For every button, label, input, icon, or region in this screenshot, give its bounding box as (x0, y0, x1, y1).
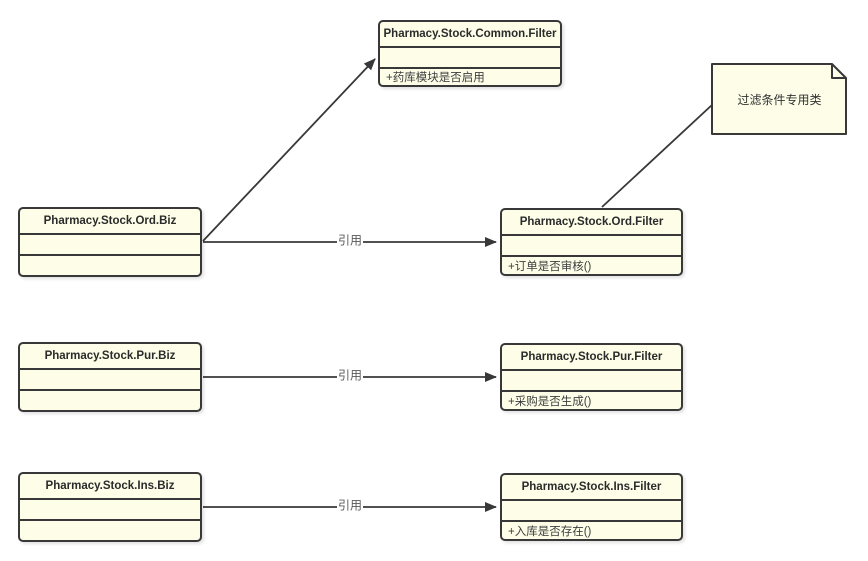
class-operations: +采购是否生成() (508, 395, 592, 408)
class-operations: +药库模块是否启用 (386, 72, 485, 84)
class-node-ins-biz[interactable]: Pharmacy.Stock.Ins.Biz (18, 472, 202, 542)
class-operations (20, 256, 200, 275)
class-attributes (20, 500, 200, 521)
class-attributes (20, 370, 200, 391)
class-node-ins-filter[interactable]: Pharmacy.Stock.Ins.Filter +入库是否存在() (500, 473, 683, 541)
class-attributes (502, 236, 681, 257)
class-title: Pharmacy.Stock.Common.Filter (380, 22, 560, 48)
note-shape[interactable] (711, 63, 847, 135)
edge-ordbiz-to-commonfilter[interactable] (202, 58, 376, 242)
class-title: Pharmacy.Stock.Ins.Biz (20, 474, 200, 500)
class-node-ord-biz[interactable]: Pharmacy.Stock.Ord.Biz (18, 207, 202, 277)
class-operations: +入库是否存在() (508, 525, 592, 538)
class-operations (20, 521, 200, 540)
class-node-pur-biz[interactable]: Pharmacy.Stock.Pur.Biz (18, 342, 202, 412)
edge-label-pur-reference: 引用 (336, 368, 364, 384)
class-node-common-filter[interactable]: Pharmacy.Stock.Common.Filter +药库模块是否启用 (378, 20, 562, 87)
class-operations (20, 391, 200, 410)
edge-note-to-ordfilter[interactable] (601, 103, 714, 208)
class-title: Pharmacy.Stock.Ord.Filter (502, 210, 681, 236)
class-operations: +订单是否审核() (508, 260, 592, 273)
class-attributes (502, 501, 681, 522)
class-title: Pharmacy.Stock.Pur.Filter (502, 345, 681, 371)
edge-label-ins-reference: 引用 (336, 498, 364, 514)
class-title: Pharmacy.Stock.Ins.Filter (502, 475, 681, 501)
class-node-ord-filter[interactable]: Pharmacy.Stock.Ord.Filter +订单是否审核() (500, 208, 683, 276)
class-title: Pharmacy.Stock.Pur.Biz (20, 344, 200, 370)
edge-label-ord-reference: 引用 (336, 233, 364, 249)
class-attributes (380, 48, 560, 69)
class-node-pur-filter[interactable]: Pharmacy.Stock.Pur.Filter +采购是否生成() (500, 343, 683, 411)
class-attributes (502, 371, 681, 392)
class-title: Pharmacy.Stock.Ord.Biz (20, 209, 200, 235)
class-attributes (20, 235, 200, 256)
note-body[interactable] (711, 63, 847, 135)
note-fold-corner-icon (831, 64, 846, 79)
